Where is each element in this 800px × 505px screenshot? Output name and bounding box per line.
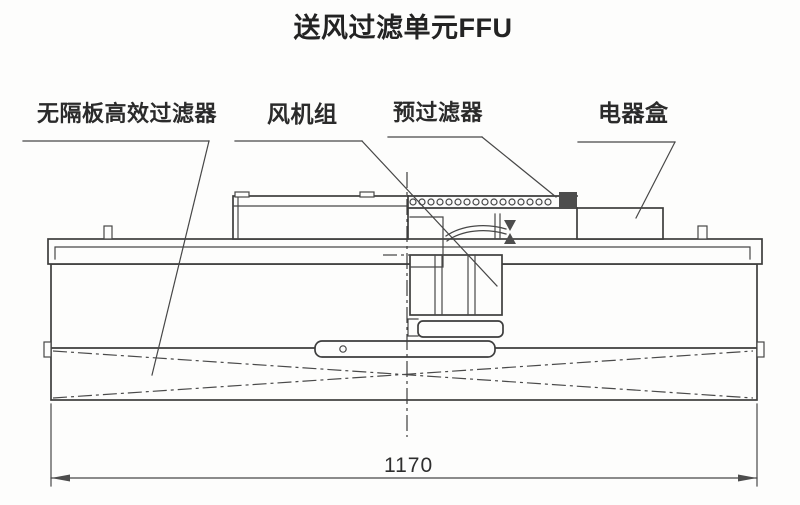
lid-left-tab — [234, 191, 250, 198]
callout-pre-filter: 预过滤器 — [393, 100, 484, 125]
filter-body-outline — [50, 263, 758, 401]
callout-leaders — [22, 136, 676, 376]
drawing-title: 送风过滤单元FFU — [294, 13, 513, 43]
flange-outline — [47, 238, 763, 265]
plate-bracket — [407, 318, 419, 337]
fan-motor-box — [409, 254, 503, 316]
flange-right-latch — [697, 225, 708, 240]
pre-filter-media-coils — [409, 198, 552, 206]
ebox-leader-line — [635, 141, 676, 219]
slider-bar-hole — [339, 345, 347, 353]
lid-right-tab — [359, 191, 375, 198]
prefilter-leader-line — [481, 136, 557, 198]
top-flange — [43, 225, 765, 358]
inlet-cone-arc — [446, 230, 507, 242]
right-side-clip — [756, 341, 765, 358]
fan-unit-assembly — [383, 213, 516, 338]
fan-housing-box — [232, 195, 409, 240]
dimension-arrow-right — [738, 474, 757, 482]
callout-electrical-box: 电器盒 — [598, 100, 669, 126]
clamp-symbol — [504, 220, 516, 244]
dimension-value: 1170 — [384, 454, 433, 477]
fan-housing-top — [232, 191, 409, 240]
left-side-clip — [43, 341, 52, 358]
brace-diagonal — [52, 350, 754, 399]
filter-body — [50, 263, 758, 401]
diffuser-plate — [417, 320, 504, 338]
filter-media-braces — [52, 350, 754, 399]
fan-leader-line — [361, 140, 498, 287]
electrical-box — [576, 207, 664, 240]
dimension-arrow-left — [51, 474, 70, 482]
electrical-box-outline — [576, 207, 664, 240]
flange-left-latch — [103, 225, 113, 240]
callout-fan-unit: 风机组 — [267, 101, 338, 127]
pre-filter-strip — [407, 192, 578, 209]
hepa-leader-line — [151, 140, 210, 376]
slider-bar — [314, 340, 496, 358]
fan-scroll-wall — [409, 216, 444, 268]
slider-bar-outline — [314, 340, 496, 358]
overall-width-dimension: 1170 — [50, 403, 758, 487]
pre-filter-end-block — [559, 192, 577, 209]
inlet-cone-arc — [445, 225, 507, 237]
callout-hepa-filter: 无隔板高效过滤器 — [37, 101, 218, 126]
flange-inner-line — [54, 246, 751, 260]
